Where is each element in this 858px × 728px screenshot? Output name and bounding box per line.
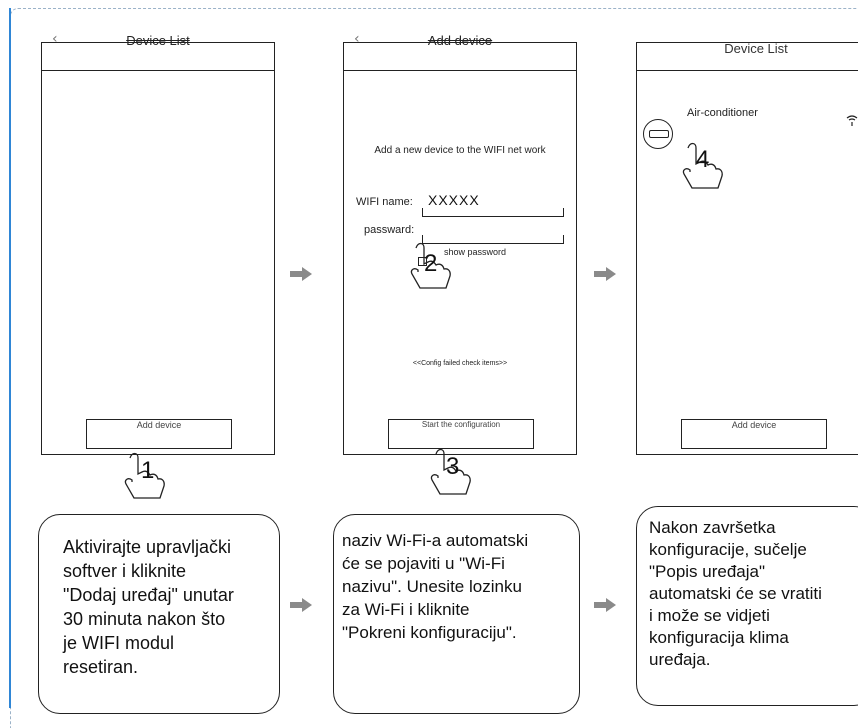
- phone-screen-device-list-empty: ‹ Device List Add device: [41, 31, 275, 455]
- phone-screen-add-device: ‹ Add device Add a new device to the WIF…: [343, 31, 577, 455]
- caption-line: uređaja.: [649, 650, 711, 669]
- phone-screen-device-list-added: Device List Air-conditioner Add device: [636, 41, 858, 455]
- caption-line: naziv Wi-Fi-a automatski: [342, 531, 529, 550]
- config-failed-link[interactable]: <<Config failed check items>>: [412, 360, 508, 367]
- caption-line: nazivu". Unesite lozinku: [342, 577, 522, 596]
- password-label: passward:: [364, 224, 415, 236]
- add-device-button[interactable]: Add device: [86, 419, 232, 449]
- caption-line: i može se vidjeti: [649, 606, 770, 625]
- caption-line: "Popis uređaja": [649, 562, 766, 581]
- caption-line: automatski će se vratiti: [649, 584, 822, 603]
- right-arrow-icon: [594, 598, 616, 612]
- step-number: 2: [424, 250, 438, 277]
- add-device-button[interactable]: Add device: [681, 419, 827, 449]
- pointing-hand-icon: [424, 444, 476, 496]
- caption-line: softver i kliknite: [63, 561, 187, 581]
- right-arrow-icon: [594, 267, 616, 281]
- caption-line: "Dodaj uređaj" unutar: [63, 585, 234, 605]
- caption-box-step-2: naziv Wi-Fi-a automatski će se pojaviti …: [333, 514, 580, 714]
- caption-line: konfiguracija klima: [649, 628, 789, 647]
- screen-title: Device List: [724, 41, 788, 56]
- screen-title: Add device: [427, 33, 493, 48]
- caption-line: "Pokreni konfiguraciju".: [342, 623, 517, 642]
- caption-line: će se pojaviti u "Wi-Fi: [342, 554, 505, 573]
- add-intro-text: Add a new device to the WIFI net work: [374, 145, 546, 156]
- step-number: 4: [696, 146, 710, 173]
- caption-box-step-1: Aktivirajte upravljački softver i klikni…: [38, 514, 280, 714]
- caption-line: 30 minuta nakon što: [63, 609, 226, 629]
- phone-header: ‹ Device List: [42, 31, 274, 71]
- start-configuration-button[interactable]: Start the configuration: [388, 419, 534, 449]
- phone-header: ‹ Add device: [344, 31, 576, 71]
- right-arrow-icon: [290, 598, 312, 612]
- caption-line: Nakon završetka: [649, 518, 776, 537]
- password-field[interactable]: [422, 235, 564, 244]
- accent-bar: [9, 8, 11, 708]
- caption-line: resetiran.: [63, 657, 139, 677]
- right-arrow-icon: [290, 267, 312, 281]
- show-password-label: show password: [444, 247, 507, 257]
- caption-box-step-3: Nakon završetka konfiguracije, sučelje "…: [636, 506, 858, 706]
- wifi-signal-icon: [845, 113, 858, 127]
- pointing-hand-icon: [118, 448, 170, 500]
- step-number: 1: [141, 457, 155, 484]
- air-conditioner-icon[interactable]: [643, 119, 673, 149]
- caption-line: je WIFI modul: [63, 633, 175, 653]
- wifi-name-field[interactable]: [422, 208, 564, 217]
- show-password-checkbox[interactable]: [418, 257, 427, 266]
- caption-line: konfiguracije, sučelje: [649, 540, 807, 559]
- phone-header: Device List: [637, 41, 858, 71]
- device-name[interactable]: Air-conditioner: [687, 107, 758, 119]
- wifi-name-label: WIFI name:: [356, 196, 413, 208]
- pointing-hand-icon: [404, 238, 456, 290]
- back-arrow-icon[interactable]: ‹: [52, 31, 58, 47]
- back-arrow-icon[interactable]: ‹: [354, 31, 360, 47]
- caption-line: Aktivirajte upravljački: [63, 537, 232, 557]
- wifi-name-value: XXXXX: [428, 192, 480, 208]
- screen-title: Device List: [126, 33, 190, 48]
- pointing-hand-icon: [676, 138, 728, 190]
- step-number: 3: [446, 453, 460, 480]
- caption-line: za Wi-Fi i kliknite: [342, 600, 470, 619]
